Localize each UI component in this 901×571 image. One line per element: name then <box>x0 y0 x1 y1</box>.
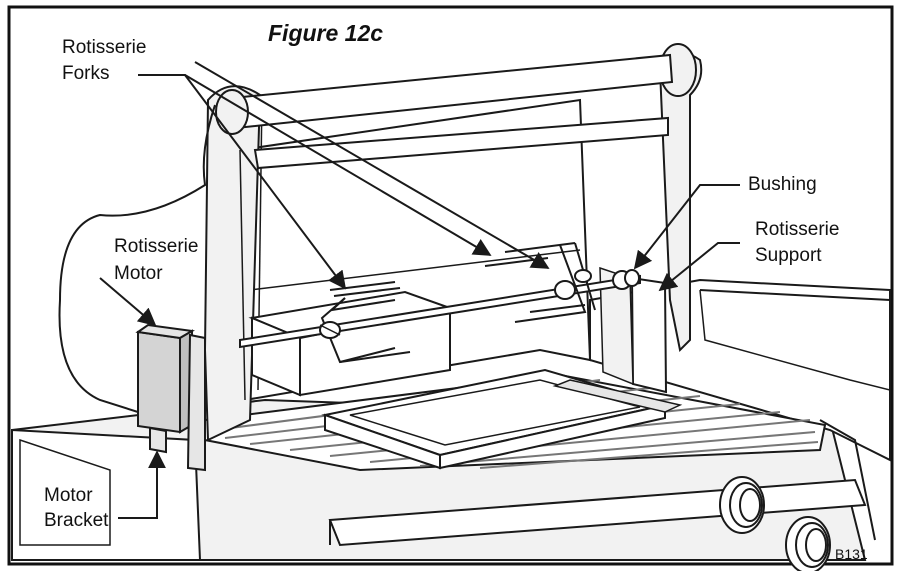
rotisserie-fork-right <box>484 242 596 323</box>
callout-rotisserie-support-line2: Support <box>755 245 822 266</box>
callout-rotisserie-forks-line1: Rotisserie <box>62 37 147 58</box>
rotisserie-fork-left <box>319 281 411 364</box>
leader-support <box>658 242 740 292</box>
control-knob-left <box>719 476 765 534</box>
control-knob-right <box>785 516 831 571</box>
leader-forks-2 <box>184 74 492 256</box>
hood-handle <box>215 53 674 170</box>
bushing-part <box>612 269 640 290</box>
leader-forks-3 <box>194 61 550 269</box>
callout-rotisserie-forks-line2: Forks <box>62 63 110 84</box>
callout-rotisserie-motor-line1: Rotisserie <box>114 236 199 257</box>
callout-rotisserie-support-line1: Rotisserie <box>755 219 840 240</box>
leader-bracket <box>118 450 166 519</box>
figure-code: B131 <box>835 546 868 562</box>
hood-shell-outline <box>58 104 216 431</box>
figure-title: Figure 12c <box>268 20 384 46</box>
callout-bushing: Bushing <box>748 174 817 195</box>
rotisserie-support-part <box>630 276 668 394</box>
callout-motor-bracket-line1: Motor <box>44 485 93 506</box>
leader-motor <box>99 277 157 327</box>
left-counter <box>11 428 202 561</box>
leader-lines <box>99 61 740 519</box>
callout-rotisserie-motor-line2: Motor <box>114 263 163 284</box>
rotisserie-motor-part <box>135 323 206 472</box>
callout-motor-bracket-line2: Bracket <box>44 510 109 531</box>
leader-bushing <box>633 184 740 270</box>
figure-border <box>7 5 894 566</box>
